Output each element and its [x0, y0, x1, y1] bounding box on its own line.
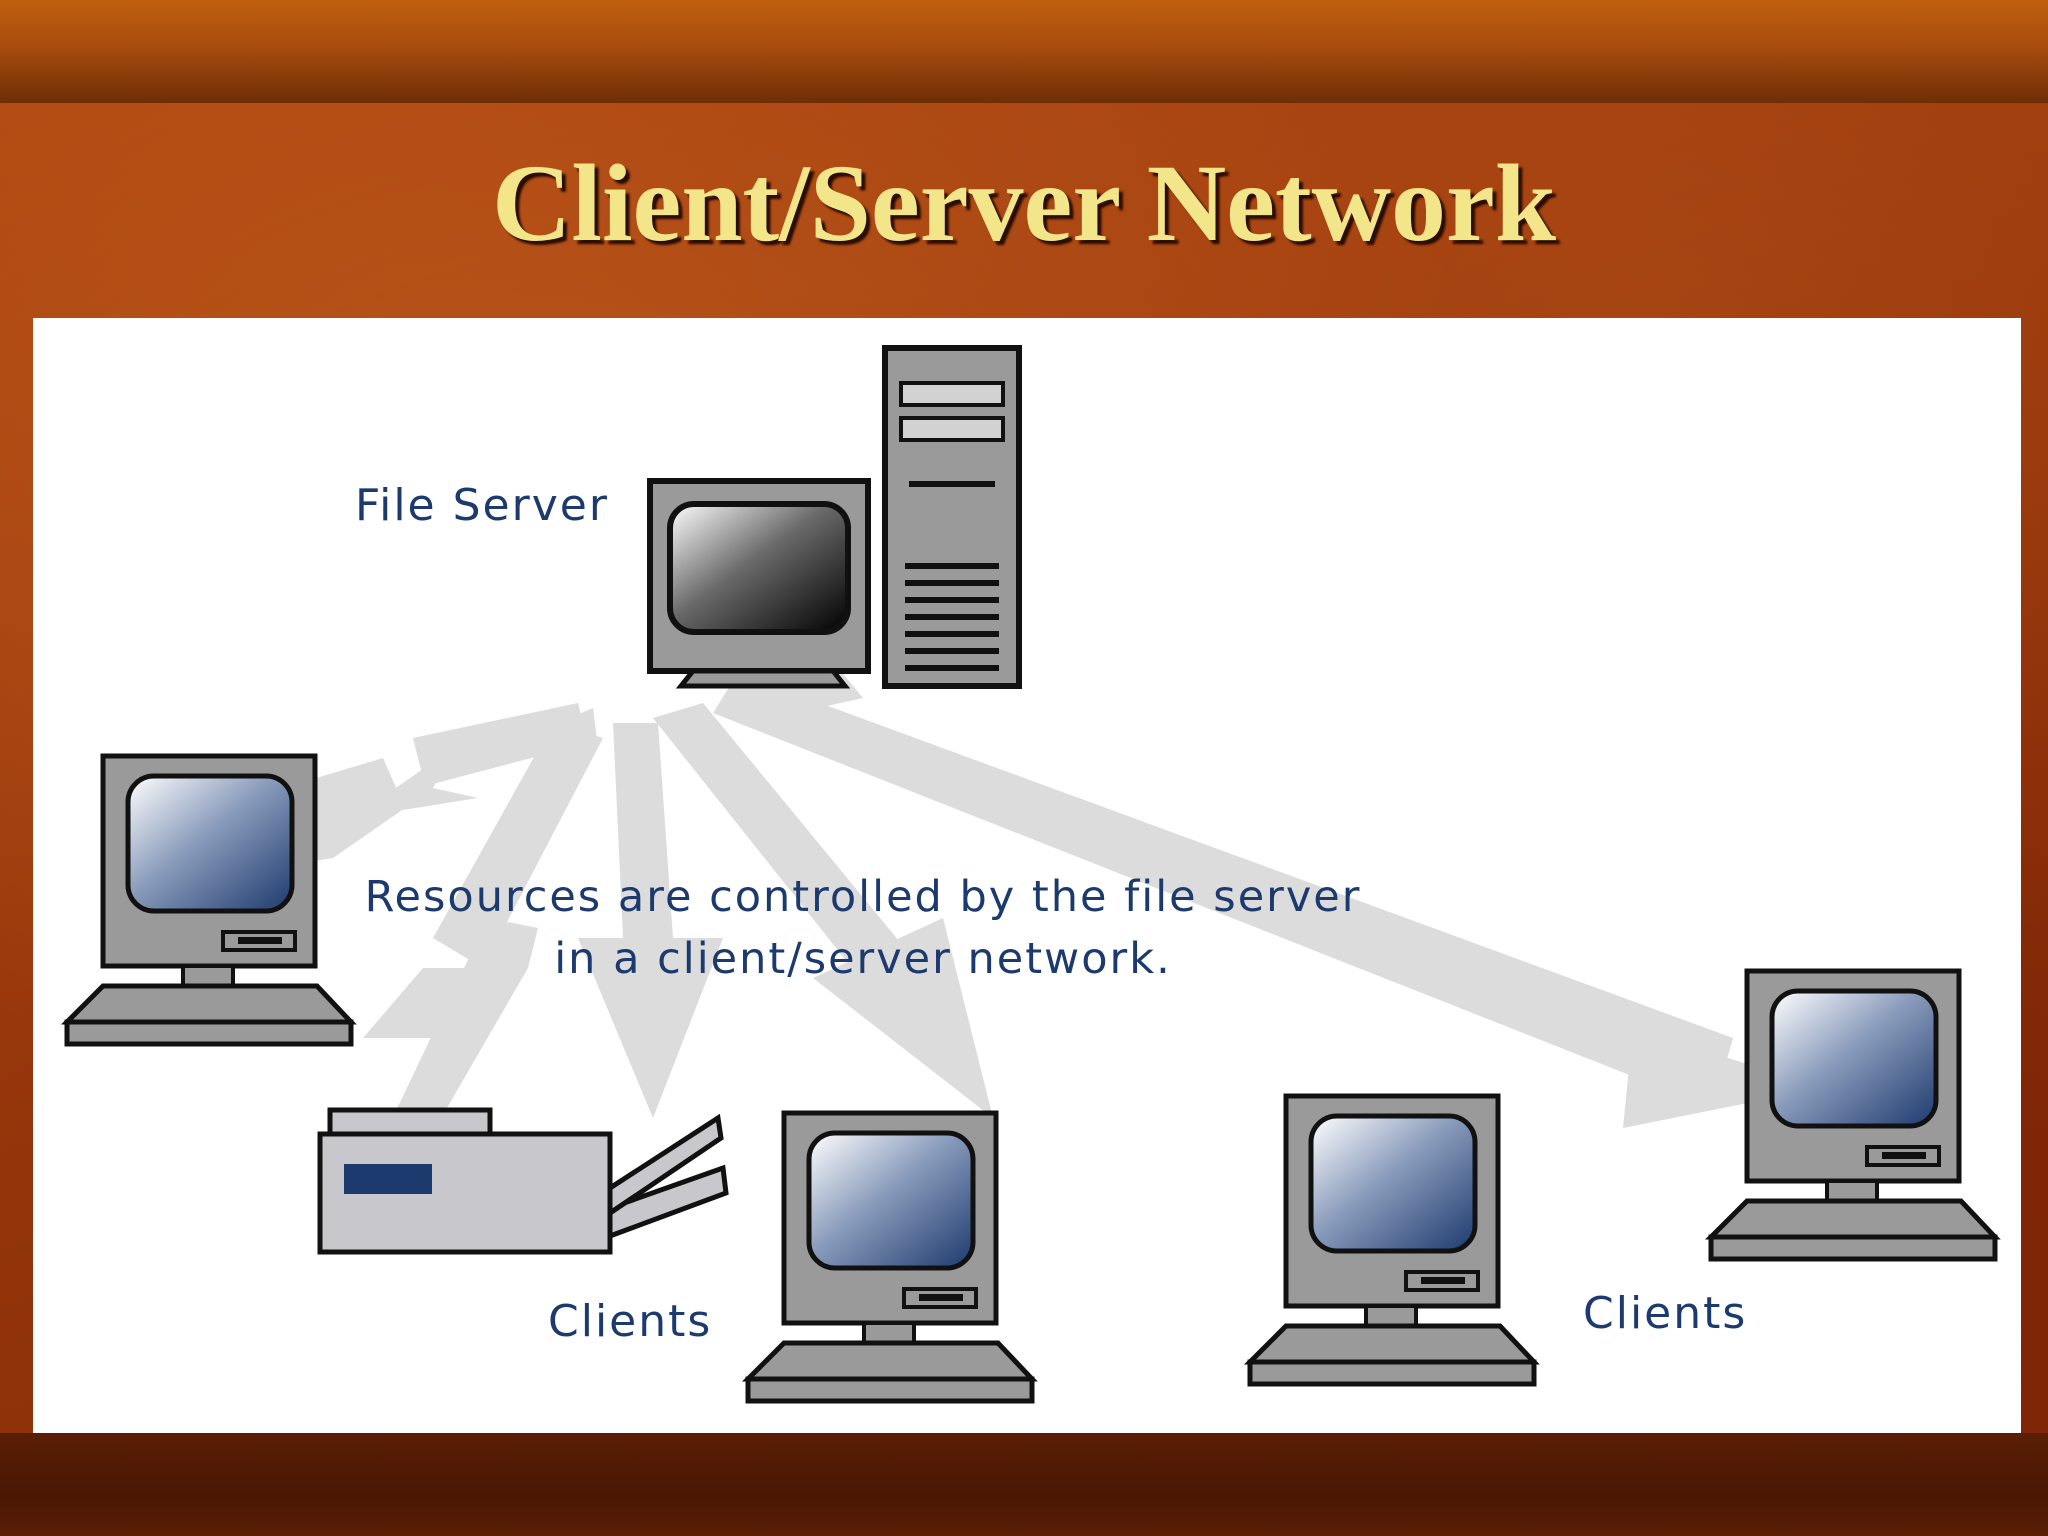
client-computer-center [748, 1113, 1032, 1401]
server-monitor [647, 478, 871, 689]
bottom-band [0, 1433, 2048, 1536]
file-server-icon [647, 345, 1022, 689]
arrow-to-right-client [653, 703, 993, 1118]
file-server-label: File Server [355, 480, 609, 531]
caption-line-2: in a client/server network. [554, 934, 1172, 984]
client-computer-left [67, 756, 351, 1044]
diagram-caption: Resources are controlled by the file ser… [333, 866, 1393, 990]
caption-line-1: Resources are controlled by the file ser… [364, 872, 1362, 922]
arrow-to-center-client [578, 723, 723, 1118]
connection-arrows [213, 638, 1823, 1158]
server-tower [882, 345, 1022, 689]
slide-title: Client/Server Network [491, 142, 1557, 264]
top-band [0, 0, 2048, 103]
clients-label-left: Clients [548, 1296, 713, 1347]
arrow-to-printer [363, 723, 603, 1158]
diagram-panel: File Server Resources are controlled by … [33, 318, 2021, 1433]
network-diagram [33, 345, 2021, 1433]
client-computer-right [1250, 1096, 1534, 1384]
clients-label-right: Clients [1583, 1288, 1748, 1339]
printer-icon [317, 1107, 729, 1255]
client-computer-far-right [1711, 971, 1995, 1259]
